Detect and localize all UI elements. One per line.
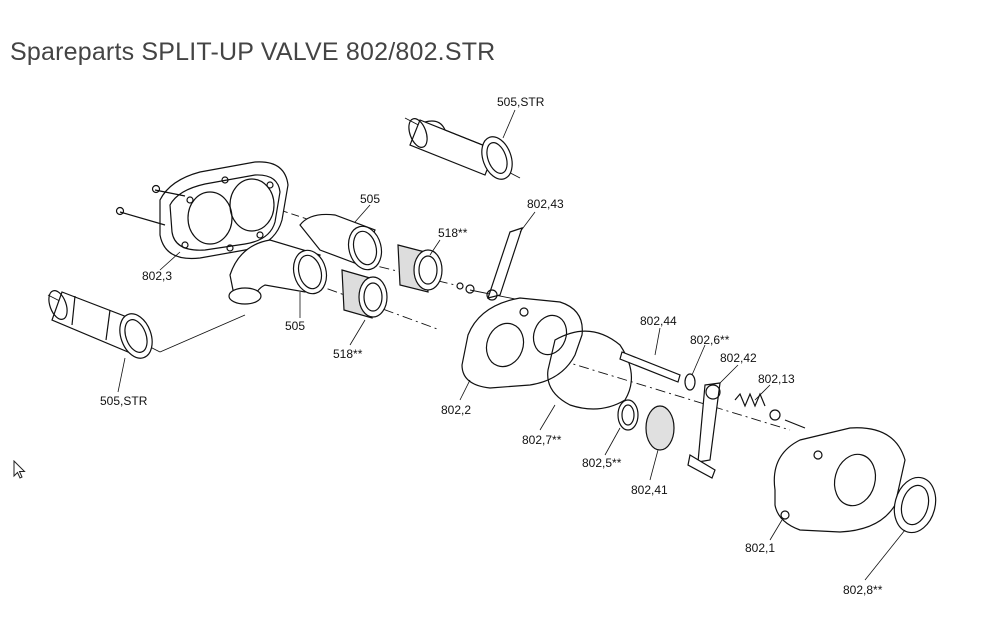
label-802-7: 802,7** [522, 433, 562, 447]
label-505-str-bottom: 505,STR [100, 394, 148, 408]
part-505-elbow-bottom [228, 239, 328, 305]
label-802-13: 802,13 [758, 372, 795, 386]
part-802-13-spring [734, 392, 806, 429]
label-802-44: 802,44 [640, 314, 677, 328]
label-518-bottom: 518** [333, 347, 363, 361]
label-leaders [117, 109, 906, 581]
label-518-top: 518** [438, 226, 468, 240]
label-505-top: 505 [360, 192, 380, 206]
part-505-str-bottom [48, 290, 153, 359]
label-802-42: 802,42 [720, 351, 757, 365]
label-802-43: 802,43 [527, 197, 564, 211]
part-802-2-housing [461, 297, 583, 389]
part-802-42-lever [687, 382, 721, 479]
page-title: Spareparts SPLIT-UP VALVE 802/802.STR [10, 38, 496, 66]
part-505-str-top [408, 118, 513, 180]
part-518-seal-bottom [341, 269, 388, 319]
mouse-pointer-icon [13, 460, 26, 479]
label-802-41: 802,41 [631, 483, 668, 497]
label-802-3: 802,3 [142, 269, 172, 283]
label-802-1: 802,1 [745, 541, 775, 555]
label-802-8: 802,8** [843, 583, 883, 597]
part-802-5-ring [617, 399, 639, 431]
part-802-1-cover [773, 427, 906, 533]
part-802-44-spindle [619, 351, 696, 391]
part-802-43-handle [456, 227, 523, 301]
label-802-6: 802,6** [690, 333, 730, 347]
label-505-bottom: 505 [285, 319, 305, 333]
part-802-8-ring [893, 476, 937, 534]
label-802-2: 802,2 [441, 403, 471, 417]
label-802-5: 802,5** [582, 456, 622, 470]
part-802-41-disc [645, 405, 675, 451]
part-505-elbow-top [299, 213, 383, 271]
part-518-seal-top [397, 244, 443, 293]
part-802-3-flange [115, 161, 289, 260]
label-505-str-top: 505,STR [497, 95, 545, 109]
